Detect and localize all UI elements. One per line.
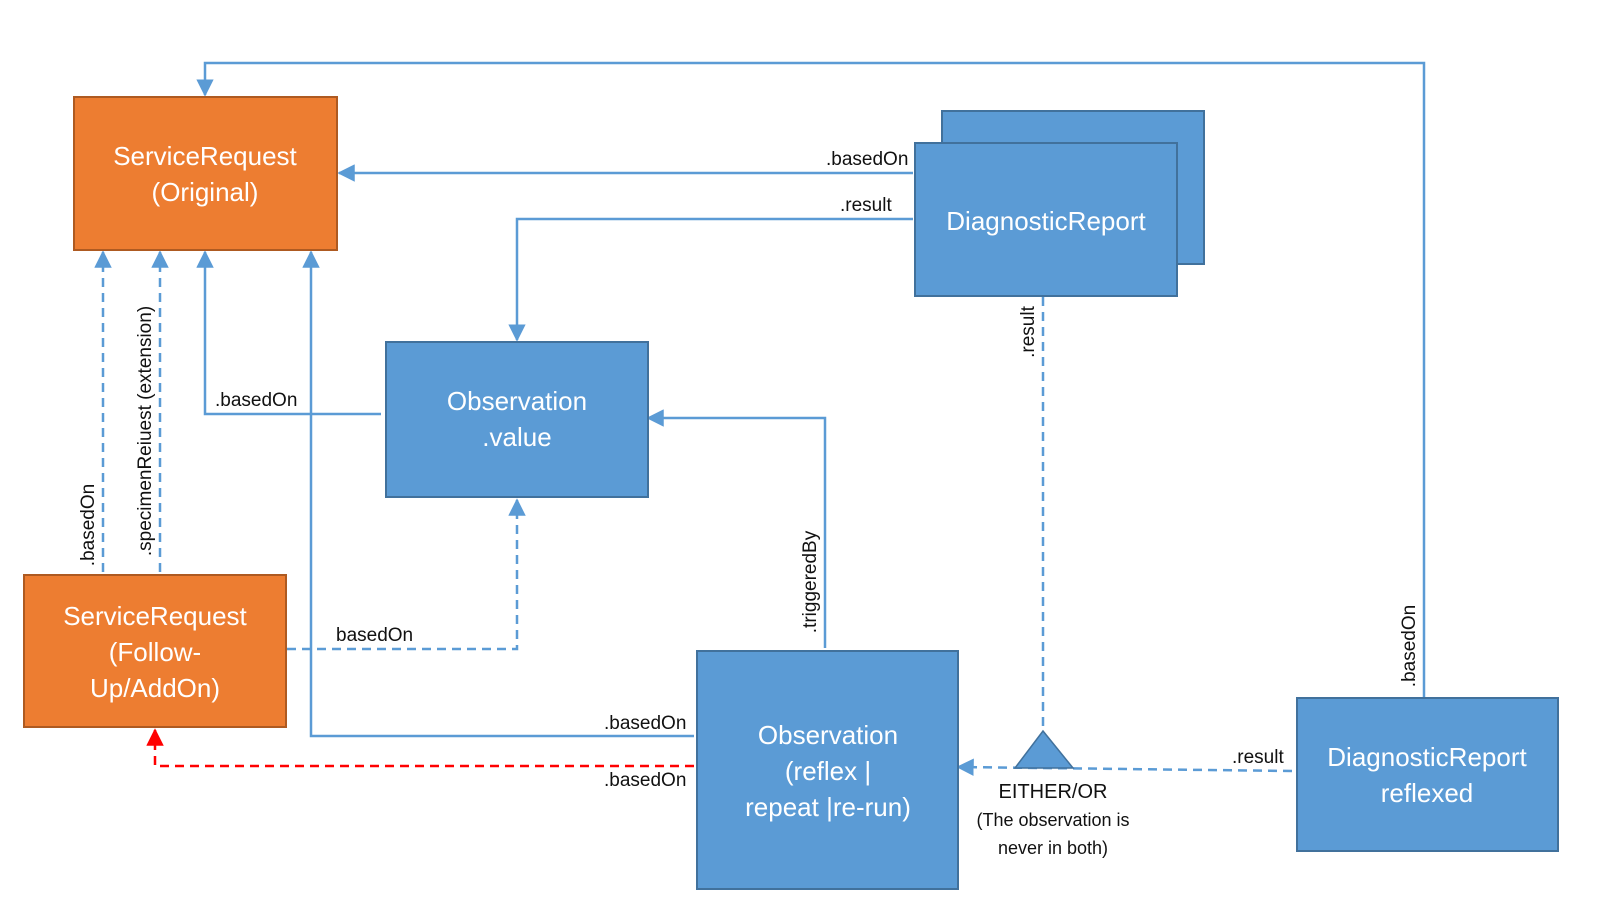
- node-observation-reflex[interactable]: Observation (reflex | repeat |re-run): [696, 650, 959, 890]
- edge-label-reflex-basedon-top: .basedOn: [604, 713, 686, 734]
- either-or-note-line1: (The observation is: [976, 810, 1129, 830]
- edge-label-triggeredby: .triggeredBy: [800, 530, 821, 633]
- node-servicerequest-followup[interactable]: ServiceRequest (Follow- Up/AddOn): [23, 574, 287, 728]
- edge-label-followup-specimen: .specimenReiuest (extension): [135, 306, 156, 556]
- node-diagnosticreport[interactable]: DiagnosticReport: [914, 110, 1205, 297]
- node-label: reflexed: [1381, 778, 1474, 808]
- edge-reflex-basedon-top: [302, 250, 694, 738]
- edge-obsvalue-basedon: [196, 250, 381, 416]
- edge-label-dr-result-vertical: .result: [1018, 305, 1039, 357]
- node-diagnosticreport-reflexed[interactable]: DiagnosticReport reflexed: [1296, 697, 1559, 852]
- edge-label-dr-result: .result: [840, 195, 892, 216]
- edge-reflex-basedon-red: [146, 728, 694, 768]
- node-label: DiagnosticReport: [946, 206, 1146, 236]
- edge-reflexed-result: [956, 758, 1293, 776]
- node-label: Observation: [447, 386, 587, 416]
- node-label: repeat |re-run): [745, 792, 911, 822]
- either-or-triangle: [1013, 729, 1075, 769]
- either-or-title: EITHER/OR: [999, 781, 1108, 803]
- node-label: Up/AddOn): [90, 673, 220, 703]
- edge-label-reflexed-result: .result: [1232, 747, 1284, 768]
- node-label: (Original): [152, 177, 259, 207]
- edge-dr-result: [508, 217, 913, 342]
- node-label: ServiceRequest: [63, 601, 247, 631]
- edge-triggeredby: [646, 409, 827, 648]
- node-label: DiagnosticReport: [1327, 742, 1527, 772]
- node-servicerequest-original[interactable]: ServiceRequest (Original): [73, 96, 338, 251]
- edge-label-followup-basedon: .basedOn: [78, 484, 99, 566]
- edge-label-followup-to-obsvalue: basedOn: [336, 625, 413, 646]
- node-label: ServiceRequest: [113, 141, 297, 171]
- node-label: .value: [482, 422, 551, 452]
- edge-reflexed-to-sr-original: [196, 61, 1426, 697]
- edge-label-dr-basedon: .basedOn: [826, 149, 908, 170]
- either-or-note-line2: never in both): [998, 838, 1108, 858]
- node-label: (reflex |: [785, 756, 871, 786]
- node-label: (Follow-: [109, 637, 201, 667]
- edge-label-reflex-basedon-bottom: .basedOn: [604, 770, 686, 791]
- node-label: Observation: [758, 720, 898, 750]
- edge-label-reflexed-basedon: .basedOn: [1399, 605, 1420, 687]
- node-observation-value[interactable]: Observation .value: [385, 341, 649, 498]
- edge-label-obsvalue-basedon: .basedOn: [215, 390, 297, 411]
- edge-followup-to-obsvalue: [287, 498, 526, 651]
